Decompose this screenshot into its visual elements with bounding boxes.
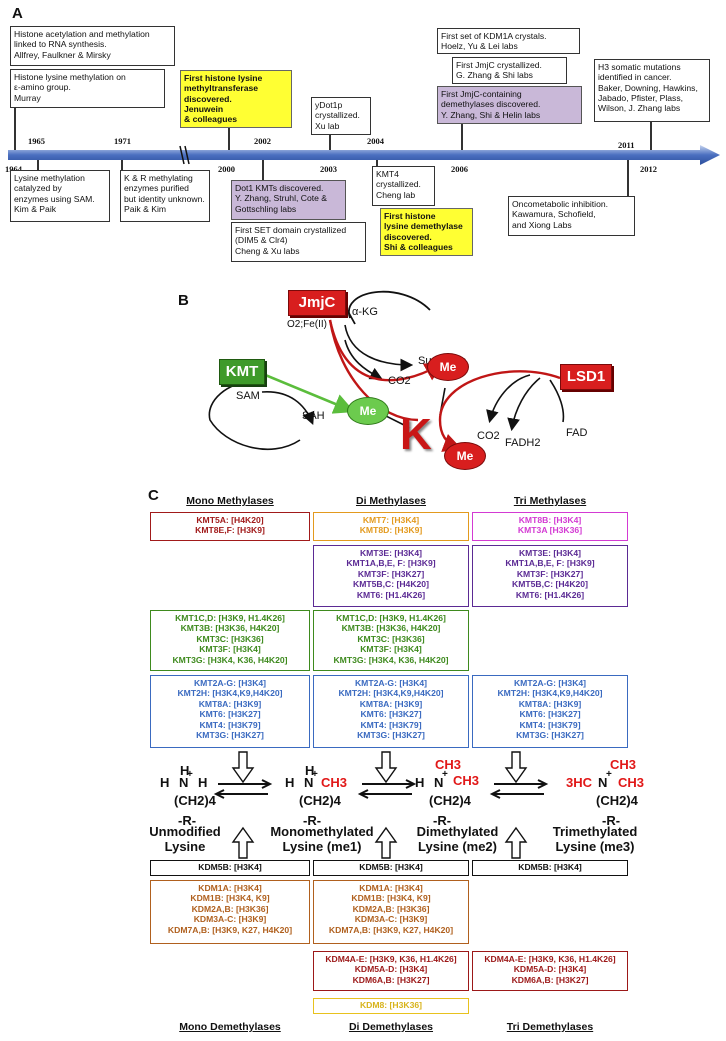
- event-jenuwein: First histone lysine methyltransferase d…: [180, 70, 292, 128]
- me-red-top: Me: [427, 353, 469, 381]
- me-green: Me: [347, 397, 389, 425]
- lysine-k: K: [400, 410, 432, 459]
- timeline-arrow: [8, 145, 720, 165]
- box-di-purple: KMT3E: [H3K4] KMT1A,B,E, F: [H3K9] KMT3F…: [313, 545, 469, 607]
- year-2006: 2006: [451, 164, 468, 174]
- event-lsd1-discovered: First histone lysine demethylase discove…: [380, 208, 473, 256]
- panel-b-letter: B: [178, 292, 189, 309]
- co2-lsd1-label: CO2: [477, 430, 500, 442]
- label-trimethyl: Trimethylated Lysine (me3): [552, 824, 638, 854]
- event-jmjc-crystallized: First JmjC crystallized. G. Zhang & Shi …: [452, 57, 567, 84]
- kmt-label: KMT: [219, 359, 265, 385]
- event-paik-kim: K & R methylating enzymes purified but i…: [120, 170, 210, 222]
- event-allfrey: Histone acetylation and methylation link…: [10, 26, 175, 66]
- head-di-methylases: Di Methylases: [355, 495, 427, 507]
- struct-monomethyl: H H N + CH3 (CH2)4 -R-: [285, 763, 348, 828]
- year-1971: 1971: [114, 136, 131, 146]
- down-arrow-me3: [504, 751, 528, 784]
- year-2003: 2003: [320, 164, 337, 174]
- co2-jmjc-label: CO2: [388, 375, 411, 387]
- event-kmt4: KMT4 crystallized. Cheng lab: [372, 166, 435, 206]
- down-arrow-me2: [374, 751, 398, 784]
- sah-label: SAH: [302, 410, 325, 422]
- event-h3-mutations: H3 somatic mutations identified in cance…: [594, 59, 710, 122]
- head-tri-methylases: Tri Methylases: [513, 495, 587, 507]
- label-monomethyl: Monomethylated Lysine (me1): [270, 824, 374, 854]
- year-1964: 1964: [5, 164, 22, 174]
- box-mono-green: KMT1C,D: [H3K9, H1.4K26] KMT3B: [H3K36, …: [150, 610, 310, 671]
- akg-label: α-KG: [352, 306, 378, 318]
- box-di-kdm5b: KDM5B: [H3K4]: [313, 860, 469, 876]
- box-di-green: KMT1C,D: [H3K9, H1.4K26] KMT3B: [H3K36, …: [313, 610, 469, 671]
- sam-label: SAM: [236, 390, 260, 402]
- year-1965: 1965: [28, 136, 45, 146]
- cofactor-label: O2;Fe(II): [287, 319, 328, 330]
- label-dimethyl: Dimethylated Lysine (me2): [416, 824, 499, 854]
- event-murray: Histone lysine methylation on ε-amino gr…: [10, 69, 165, 108]
- up-arrow-me2: [504, 826, 528, 859]
- year-2012: 2012: [640, 164, 657, 174]
- head-di-demethylases: Di Demethylases: [348, 1021, 434, 1033]
- box-mono-red: KMT5A: [H4K20] KMT8E,F: [H3K9]: [150, 512, 310, 541]
- down-arrow-me1: [231, 751, 255, 784]
- box-tri-purple: KMT3E: [H3K4] KMT1A,B,E, F: [H3K9] KMT3F…: [472, 545, 628, 607]
- box-mono-brown: KDM1A: [H3K4] KDM1B: [H3K4, K9] KDM2A,B:…: [150, 880, 310, 944]
- box-di-kdm8: KDM8: [H3K36]: [313, 998, 469, 1014]
- fadh2-label: FADH2: [505, 437, 541, 449]
- panel-c-letter: C: [148, 487, 159, 504]
- panel-a-letter: A: [12, 5, 23, 22]
- box-mono-blue: KMT2A-G: [H3K4] KMT2H: [H3K4,K9,H4K20] K…: [150, 675, 310, 748]
- event-set-domain: First SET domain crystallized (DIM5 & Cl…: [231, 222, 366, 262]
- reaction-svg: [213, 751, 549, 859]
- event-oncometabolic: Oncometabolic inhibition. Kawamura, Scho…: [508, 196, 635, 236]
- up-arrow-me1: [374, 826, 398, 859]
- year-2000: 2000: [218, 164, 235, 174]
- box-di-blue: KMT2A-G: [H3K4] KMT2H: [H3K4,K9,H4K20] K…: [313, 675, 469, 748]
- year-2011: 2011: [618, 140, 635, 150]
- event-kdm1a-crystals: First set of KDM1A crystals. Hoelz, Yu &…: [437, 28, 580, 54]
- year-2004: 2004: [367, 136, 384, 146]
- up-arrow-unmod: [231, 826, 255, 859]
- head-mono-methylases: Mono Methylases: [186, 495, 274, 507]
- me-red-bottom: Me: [444, 442, 486, 470]
- jmjc-label: JmjC: [288, 290, 346, 316]
- label-unmodified: Unmodified Lysine: [149, 824, 221, 854]
- box-tri-kdm5b: KDM5B: [H3K4]: [472, 860, 628, 876]
- struct-unmodified: H H N + H (CH2)4 -R-: [160, 763, 216, 828]
- box-mono-kdm5b: KDM5B: [H3K4]: [150, 860, 310, 876]
- box-tri-darkred: KDM4A-E: [H3K9, K36, H1.4K26] KDM5A-D: […: [472, 951, 628, 991]
- event-ydot1p: yDot1p crystallized. Xu lab: [311, 97, 371, 135]
- head-tri-demethylases: Tri Demethylases: [506, 1021, 594, 1033]
- struct-dimethyl: CH3 H N + CH3 (CH2)4 -R-: [415, 757, 480, 828]
- box-tri-blue: KMT2A-G: [H3K4] KMT2H: [H3K4,K9,H4K20] K…: [472, 675, 628, 748]
- event-kim-paik: Lysine methylation catalyzed by enzymes …: [10, 170, 110, 222]
- box-di-darkred: KDM4A-E: [H3K9, K36, H1.4K26] KDM5A-D: […: [313, 951, 469, 991]
- year-2002: 2002: [254, 136, 271, 146]
- mechanism-svg: [208, 290, 565, 452]
- head-mono-demethylases: Mono Demethylases: [179, 1021, 281, 1033]
- lsd1-label: LSD1: [560, 364, 612, 390]
- box-di-brown: KDM1A: [H3K4] KDM1B: [H3K4, K9] KDM2A,B:…: [313, 880, 469, 944]
- event-dot1: Dot1 KMTs discovered. Y. Zhang, Struhl, …: [231, 180, 346, 220]
- fad-label: FAD: [566, 427, 588, 439]
- box-di-orange: KMT7: [H3K4] KMT8D: [H3K9]: [313, 512, 469, 541]
- struct-trimethyl: CH3 3HC N + CH3 (CH2)4 -R-: [566, 757, 645, 828]
- box-tri-magenta: KMT8B: [H3K4] KMT3A [H3K36]: [472, 512, 628, 541]
- event-jmjc-discovered: First JmjC-containing demethylases disco…: [437, 86, 582, 124]
